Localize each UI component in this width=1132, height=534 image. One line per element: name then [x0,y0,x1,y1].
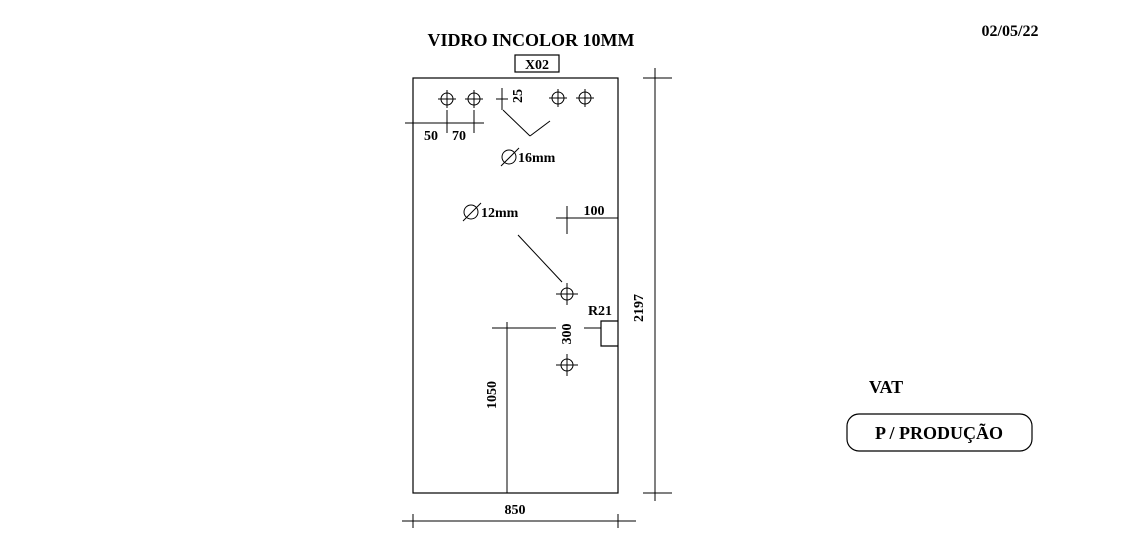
hole-top-right-2 [576,89,594,107]
hole-middle-upper [556,283,578,305]
dimension-25 [496,88,508,110]
hole-top-left-2 [465,90,483,108]
dimension-50-70 [405,110,484,133]
hole-12mm-label: 12mm [481,206,519,221]
client-label: VAT [869,377,903,397]
hole-top-right-1 [549,89,567,107]
part-code: X02 [525,58,549,73]
glass-panel-outline [412,77,619,494]
dim-850-label: 850 [505,503,526,518]
hole-middle-lower [556,354,578,376]
dim-70-label: 70 [452,129,466,144]
diameter-icon-large [500,147,520,167]
dim-25-label: 25 [511,89,526,103]
drawing-title: VIDRO INCOLOR 10MM [428,30,635,50]
dimension-100 [556,206,618,234]
diameter-icon-small [462,202,482,222]
dim-100-label: 100 [584,204,605,219]
notch-radius-label: R21 [588,304,612,319]
dim-1050-label: 1050 [485,381,500,409]
dimension-1050 [492,322,556,493]
part-code-box [514,54,560,73]
production-status-label: P / PRODUÇÃO [875,422,1003,443]
leader-16mm [502,109,551,137]
leader-12mm [517,234,563,283]
dim-2197-label: 2197 [632,294,647,322]
notch-cutout [600,320,618,347]
dim-300-label: 300 [560,324,575,345]
hole-16mm-label: 16mm [518,151,556,166]
drawing-date: 02/05/22 [982,23,1039,40]
dimension-height [643,68,672,501]
dimension-width [402,514,636,528]
production-status-box [846,413,1033,452]
hole-top-left-1 [438,90,456,108]
dim-50-label: 50 [424,129,438,144]
